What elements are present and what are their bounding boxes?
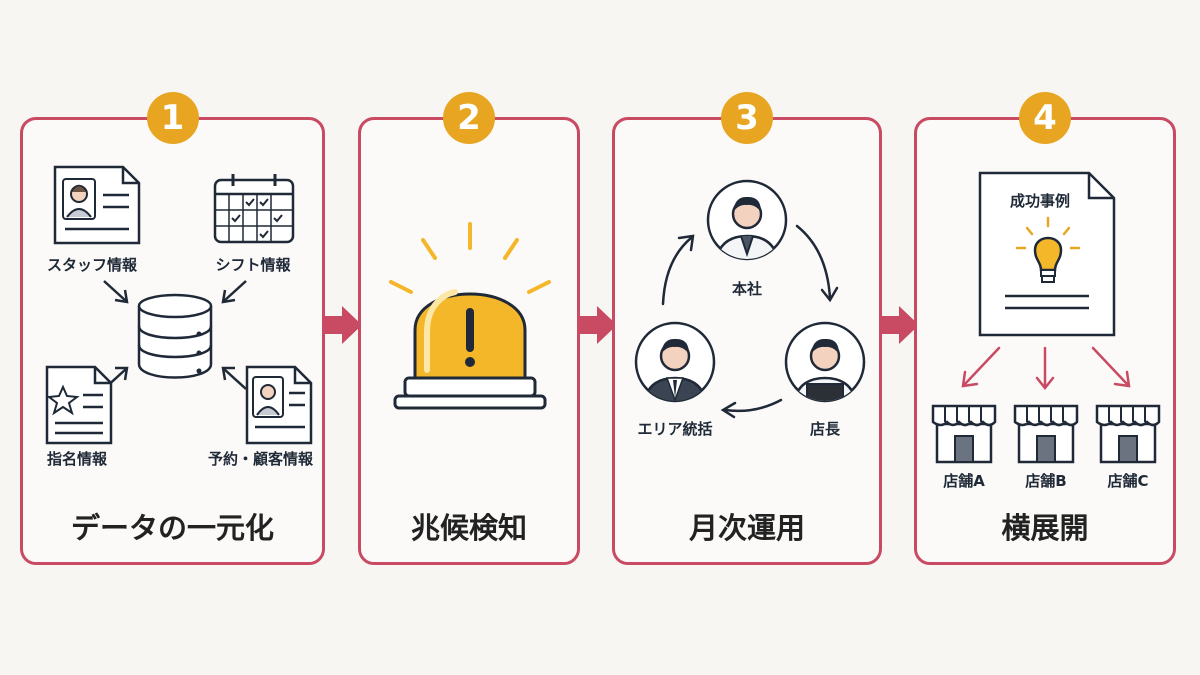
area-manager-person-icon [634, 321, 716, 403]
arrow-shift-to-db-icon [221, 280, 247, 304]
flow-arrow-1-to-2-icon [322, 306, 362, 344]
light-bulb-icon [1015, 216, 1081, 283]
step-4-title: 横展開 [1001, 511, 1089, 545]
staff-profile-document-icon [53, 165, 141, 245]
store-manager-label: 店長 [809, 420, 840, 438]
store-a-icon [931, 404, 997, 464]
area-manager-label: エリア統括 [637, 420, 713, 438]
staff-info-label: スタッフ情報 [46, 256, 137, 274]
flow-arrow-2-to-3-icon [577, 306, 617, 344]
step-3-panel: 3 本社 店長 エリア統括 [612, 92, 882, 565]
shift-calendar-icon [213, 174, 295, 244]
store-b-label: 店舗B [1025, 472, 1067, 490]
step-4-badge: 4 [1019, 92, 1071, 144]
step-1-title: データの一元化 [70, 511, 274, 545]
step-1-badge: 1 [146, 92, 199, 144]
flow-arrow-3-to-4-icon [879, 306, 919, 344]
alarm-siren-icon [389, 222, 551, 410]
store-a-label: 店舗A [943, 472, 985, 490]
arrow-staff-to-db-icon [103, 280, 129, 304]
step-2-panel: 2 兆候検知 [358, 92, 580, 565]
cycle-arrows-icon [661, 224, 839, 419]
store-manager-person-icon [784, 321, 866, 403]
headquarters-person-icon [706, 179, 788, 261]
database-icon [137, 293, 213, 379]
store-b-icon [1013, 404, 1079, 464]
store-c-icon [1095, 404, 1161, 464]
nomination-info-label: 指名情報 [46, 450, 107, 468]
step-3-badge: 3 [721, 92, 773, 144]
store-c-label: 店舗C [1107, 472, 1149, 490]
step-1-panel: 1 スタッフ情報 シフト情報 [20, 92, 325, 565]
step-2-badge: 2 [443, 92, 495, 144]
reservation-customer-info-label: 予約・顧客情報 [207, 450, 313, 468]
step-3-title: 月次運用 [688, 511, 805, 545]
step-4-panel: 4 成功事例 店舗A [914, 92, 1176, 565]
distribution-arrows-icon [961, 346, 1131, 391]
step-2-title: 兆候検知 [410, 511, 527, 545]
arrow-reservation-to-db-icon [221, 366, 247, 390]
shift-info-label: シフト情報 [215, 256, 291, 274]
nomination-star-document-icon [45, 365, 113, 445]
success-case-label: 成功事例 [1009, 192, 1070, 210]
customer-profile-document-icon [245, 365, 313, 445]
headquarters-label: 本社 [731, 280, 762, 298]
